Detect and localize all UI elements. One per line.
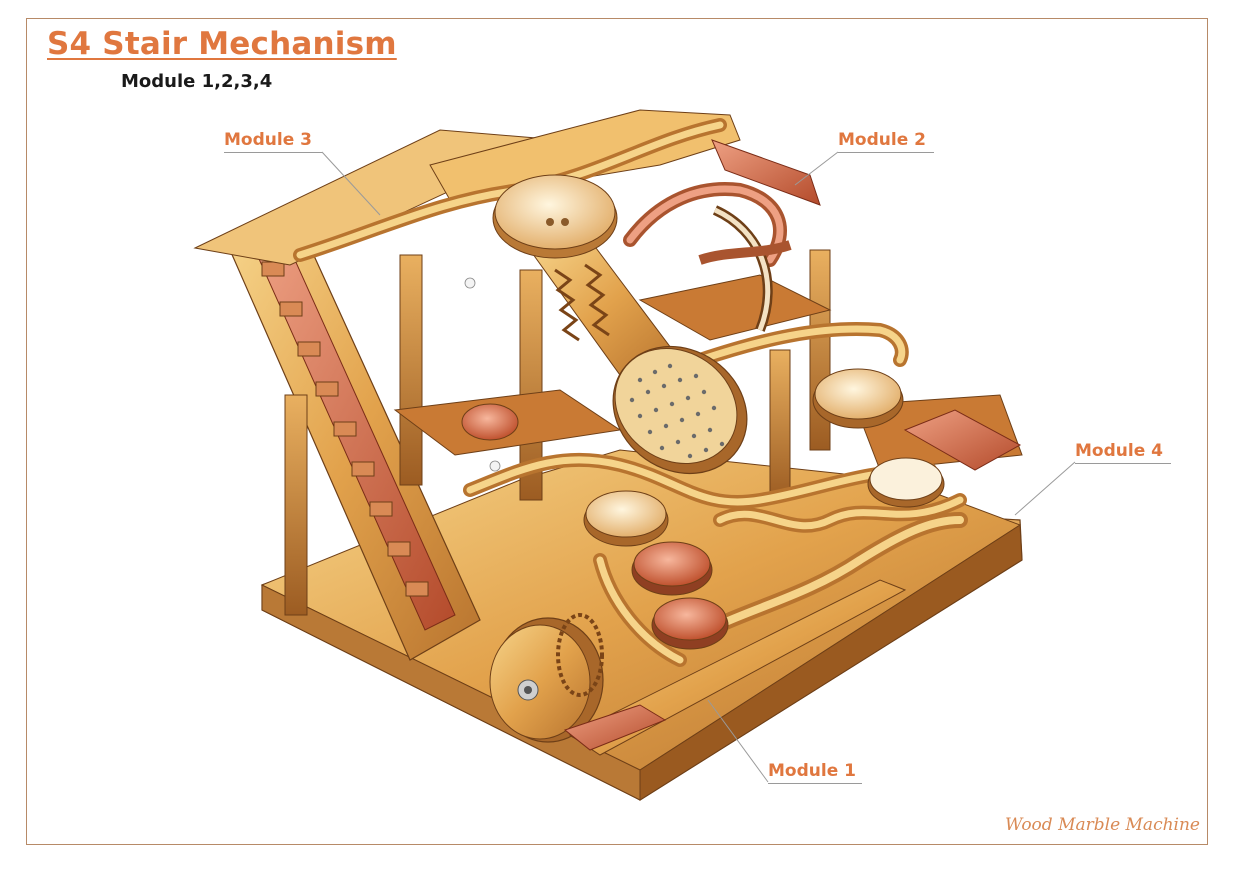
module-1-rail xyxy=(563,579,907,756)
callout-module-1: Module 1 xyxy=(768,761,856,781)
pin-board xyxy=(612,345,748,475)
top-disc xyxy=(492,174,618,259)
page-title: S4 Stair Mechanism xyxy=(47,26,397,62)
callout-module-2-underline xyxy=(838,152,934,153)
callout-module-4: Module 4 xyxy=(1075,441,1163,461)
drawing-border xyxy=(26,18,1208,845)
callout-module-1-underline xyxy=(768,783,862,784)
page-subtitle: Module 1,2,3,4 xyxy=(121,71,273,92)
module-2-assembly xyxy=(698,139,821,332)
callout-module-4-underline xyxy=(1075,463,1171,464)
callout-module-2: Module 2 xyxy=(838,130,926,150)
bowls xyxy=(461,368,945,650)
callout-leaders xyxy=(321,151,1076,783)
callout-module-3: Module 3 xyxy=(224,130,312,150)
marbles xyxy=(464,277,501,472)
footer-caption: Wood Marble Machine xyxy=(1005,815,1200,835)
marble-tracks xyxy=(293,118,968,667)
module-4-assembly xyxy=(903,409,1022,471)
flywheel xyxy=(489,613,604,743)
callout-module-3-underline xyxy=(224,152,322,153)
